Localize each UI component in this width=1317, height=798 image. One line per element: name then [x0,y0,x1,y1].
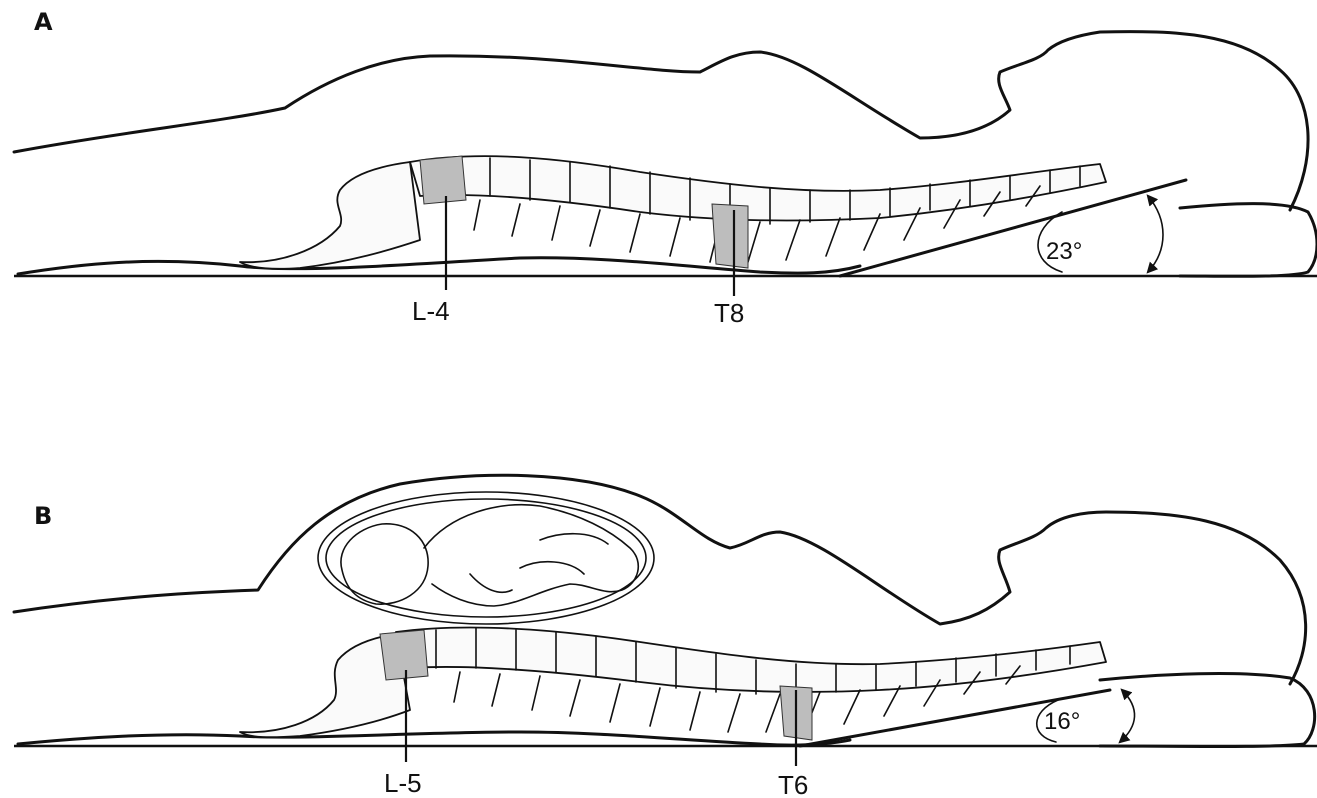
pelvis-sacrum [240,162,420,269]
vertebra-label-l5: L-5 [384,768,422,798]
angle-label-a: 23° [1046,238,1082,265]
l4-shading [420,156,466,204]
panel-a: A 23° L-4 T8 [14,8,1317,328]
angle-arrow [1120,690,1135,742]
vertebra-label-t6: T6 [778,770,808,798]
uterus-inner-outline [326,499,646,617]
l5-shading [380,630,428,680]
fetus-limbs [470,534,608,593]
fetus [318,492,654,624]
panel-letter-a: A [34,8,53,36]
angle-arrow [1148,196,1163,272]
back-outline [18,732,850,745]
vertebra-label-t8: T8 [714,298,744,328]
panel-b: B 16° L [14,475,1317,798]
vertebra-label-l4: L-4 [412,296,450,326]
spine-column [410,156,1106,220]
spine-column [396,627,1106,691]
spine-b [240,627,1106,740]
panel-letter-b: B [34,502,52,530]
spine-a [240,156,1106,269]
fetus-head [341,524,428,604]
pillow [1180,204,1317,277]
angle-label-b: 16° [1044,708,1080,735]
t8-shading [712,204,748,268]
uterus-outline [318,492,654,624]
pillow [1100,674,1315,747]
